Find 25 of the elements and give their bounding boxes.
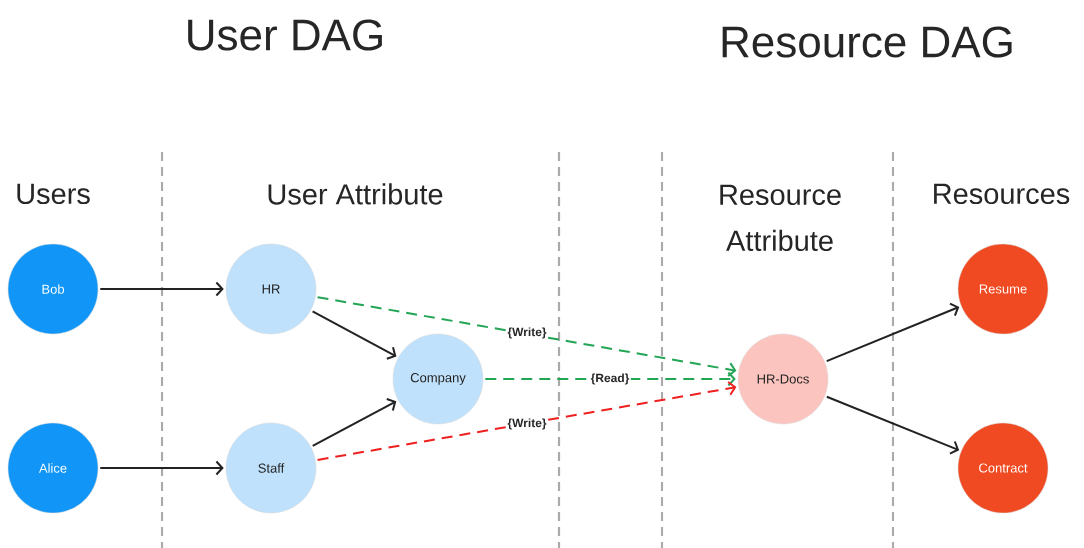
column-heading: User Attribute [268, 183, 443, 205]
circle-node: Staff [225, 422, 317, 514]
edge-label: {Read} [590, 373, 630, 385]
column-heading: Resources [934, 183, 1070, 205]
section-heading: Resource DAG [722, 26, 1012, 58]
edge-label: {Write} [507, 418, 547, 430]
arrow [311, 310, 397, 360]
section-heading: User DAG [188, 19, 382, 51]
circle-node: Company [392, 333, 484, 425]
column-heading: Resource Attribute [720, 184, 841, 252]
arrow [311, 397, 397, 447]
circle-node: Bob [7, 243, 99, 335]
circle-node: HR-Docs [737, 333, 829, 425]
edge-label: {Write} [507, 327, 547, 339]
arrow [825, 302, 960, 363]
circle-node: Resume [957, 243, 1049, 335]
circle-node: Contract [957, 422, 1049, 514]
arrow [99, 281, 224, 297]
arrow [825, 395, 960, 455]
circle-node: Alice [7, 422, 99, 514]
arrow [316, 380, 737, 461]
column-heading: Users [17, 183, 90, 205]
arrow [316, 296, 737, 377]
arrow [99, 460, 224, 476]
circle-node: HR [225, 243, 317, 335]
